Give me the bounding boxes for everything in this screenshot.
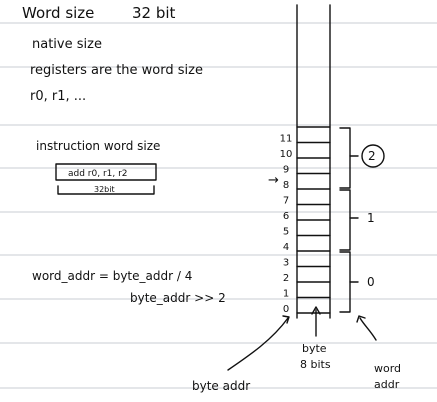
word-brackets: 0 1 2 <box>339 127 385 313</box>
byte-indices: 0 1 2 3 4 5 6 7 8 9 10 11 <box>280 134 293 316</box>
byte-index-9: 9 <box>283 165 289 176</box>
byte-index-4: 4 <box>283 242 289 253</box>
byte-index-7: 7 <box>283 196 289 207</box>
bottom-annotations: byte addr byte 8 bits word addr <box>192 306 401 393</box>
instruction-width-bracket <box>57 185 155 195</box>
byte-index-0: 0 <box>283 304 289 315</box>
bytes-label-line2: 8 bits <box>300 358 331 371</box>
ruled-lines <box>0 22 437 389</box>
byte-index-8: 8 <box>283 180 289 191</box>
byte-index-6: 6 <box>283 211 289 222</box>
bytes-label-line1: byte <box>302 342 327 355</box>
instruction-bits: 32bit <box>94 185 115 194</box>
formula-word-addr: word_addr = byte_addr / 4 <box>32 269 192 283</box>
note-registers: registers are the word size <box>30 63 203 78</box>
byte-addr-label: byte addr <box>192 379 250 393</box>
memory-column: 0 1 2 3 4 5 6 7 8 9 10 11 → <box>268 4 331 319</box>
word-addr-label-line1: word <box>374 362 401 375</box>
note-register-list: r0, r1, ... <box>30 89 86 104</box>
instruction-word-box: add r0, r1, r2 32bit <box>55 163 157 195</box>
formula-shift: byte_addr >> 2 <box>130 291 226 305</box>
word-addr-label-line2: addr <box>374 378 400 391</box>
word-label-1: 1 <box>367 211 375 225</box>
byte-addr-arrow <box>227 317 289 371</box>
instruction-field-box <box>55 163 157 181</box>
byte-index-1: 1 <box>283 289 289 300</box>
byte-index-3: 3 <box>283 258 289 269</box>
heading-word-size: Word size <box>22 4 94 22</box>
pointer-arrow: → <box>268 173 279 188</box>
byte-index-10: 10 <box>280 149 293 160</box>
word-addr-arrow <box>359 317 377 341</box>
note-native-size: native size <box>32 37 102 52</box>
word-bracket-2 <box>339 127 351 189</box>
instruction-title: instruction word size <box>36 139 160 153</box>
word-label-2: 2 <box>368 149 376 163</box>
instruction-field-text: add r0, r1, r2 <box>68 169 128 179</box>
word-bracket-0 <box>339 251 351 313</box>
byte-index-11: 11 <box>280 134 293 145</box>
byte-cells <box>296 126 331 314</box>
word-bracket-1 <box>339 189 351 251</box>
word-label-2-circle <box>361 144 385 168</box>
heading-bit-value: 32 bit <box>132 4 176 22</box>
byte-index-5: 5 <box>283 227 289 238</box>
notes-block: Word size 32 bit native size registers a… <box>22 4 226 305</box>
word-label-0: 0 <box>367 275 375 289</box>
byte-index-2: 2 <box>283 273 289 284</box>
